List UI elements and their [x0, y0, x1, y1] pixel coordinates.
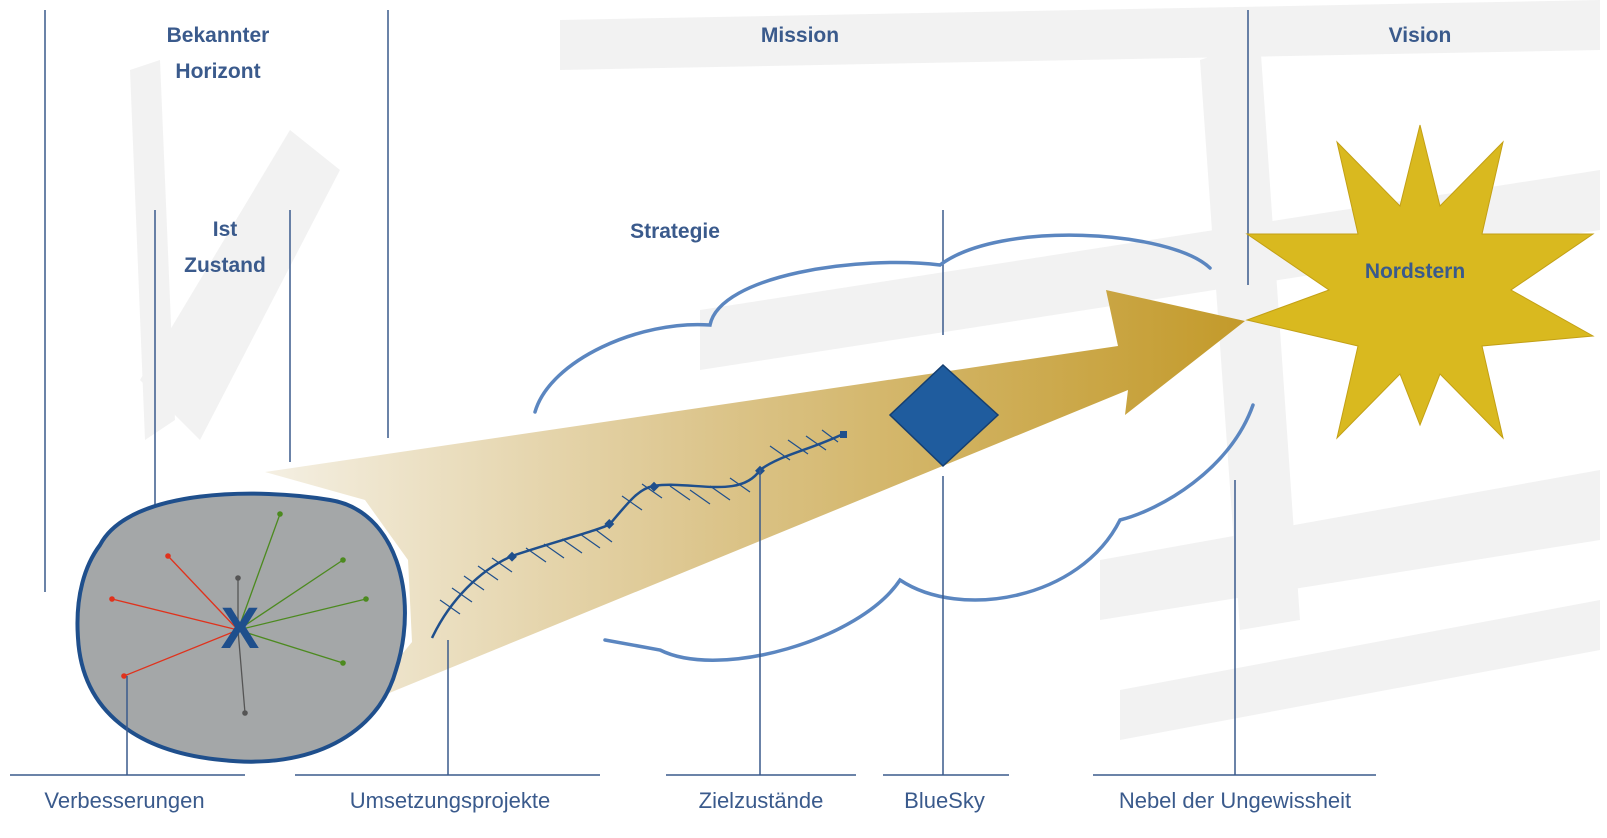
nordstern-label: Nordstern	[1364, 260, 1466, 283]
zustand-label-line2: Zustand	[184, 254, 266, 277]
implementation-path	[430, 429, 847, 639]
verbesserungen-label: Verbesserungen	[44, 788, 205, 813]
strategie-label: Strategie	[630, 220, 720, 243]
vision-label: Vision	[1388, 24, 1452, 47]
nebel-label: Nebel der Ungewissheit	[1118, 788, 1352, 813]
bekannter-horizont-label: Bekannter Horizont	[148, 18, 288, 90]
umsetzungsprojekte-label: Umsetzungsprojekte	[349, 788, 551, 813]
fog-cloud	[533, 233, 1255, 662]
north-star-icon	[1245, 124, 1595, 440]
strategy-arrow	[265, 290, 1245, 705]
callout-lines	[10, 470, 1376, 776]
horizont-label-line2: Horizont	[175, 60, 261, 83]
current-state-x-mark: X	[220, 596, 260, 661]
improvement-rays	[109, 511, 369, 716]
ist-zustand-label: Ist Zustand	[165, 212, 285, 284]
bluesky-diamond	[888, 363, 1000, 468]
ist-label-line1: Ist	[212, 218, 238, 241]
horizon-lines	[44, 10, 1249, 592]
mission-label: Mission	[760, 24, 840, 47]
bekannter-label-line1: Bekannter	[166, 24, 270, 47]
zielzustaende-label: Zielzustände	[698, 788, 824, 813]
bluesky-label: BlueSky	[904, 788, 985, 813]
